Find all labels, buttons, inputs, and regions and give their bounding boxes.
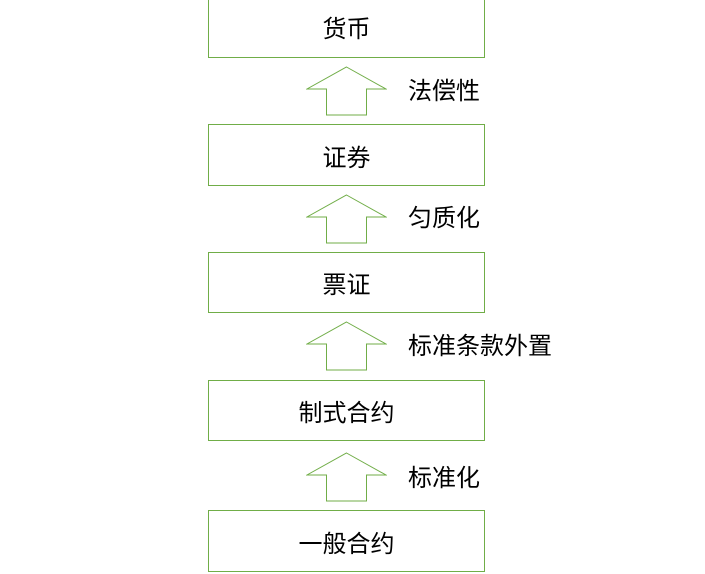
up-arrow-icon	[306, 194, 387, 244]
transition-label-standard-terms-externalized: 标准条款外置	[408, 332, 552, 360]
up-arrow-icon	[306, 66, 387, 116]
node-money: 货币	[208, 0, 485, 58]
node-label: 证券	[322, 143, 371, 172]
transition-label-homogenization: 匀质化	[408, 204, 480, 232]
node-general-contract: 一般合约	[208, 510, 485, 572]
transition-label-standardization: 标准化	[408, 464, 480, 492]
node-securities: 证券	[208, 124, 485, 186]
node-label: 制式合约	[298, 399, 395, 427]
node-label: 票证	[322, 271, 371, 299]
node-label: 一般合约	[298, 529, 395, 558]
node-standard-form-contract: 制式合约	[208, 380, 485, 441]
transition-label-legal-tender: 法偿性	[408, 77, 480, 105]
node-label: 货币	[322, 14, 371, 43]
node-bills: 票证	[208, 252, 485, 313]
up-arrow-icon	[306, 321, 387, 371]
up-arrow-icon	[306, 452, 387, 502]
